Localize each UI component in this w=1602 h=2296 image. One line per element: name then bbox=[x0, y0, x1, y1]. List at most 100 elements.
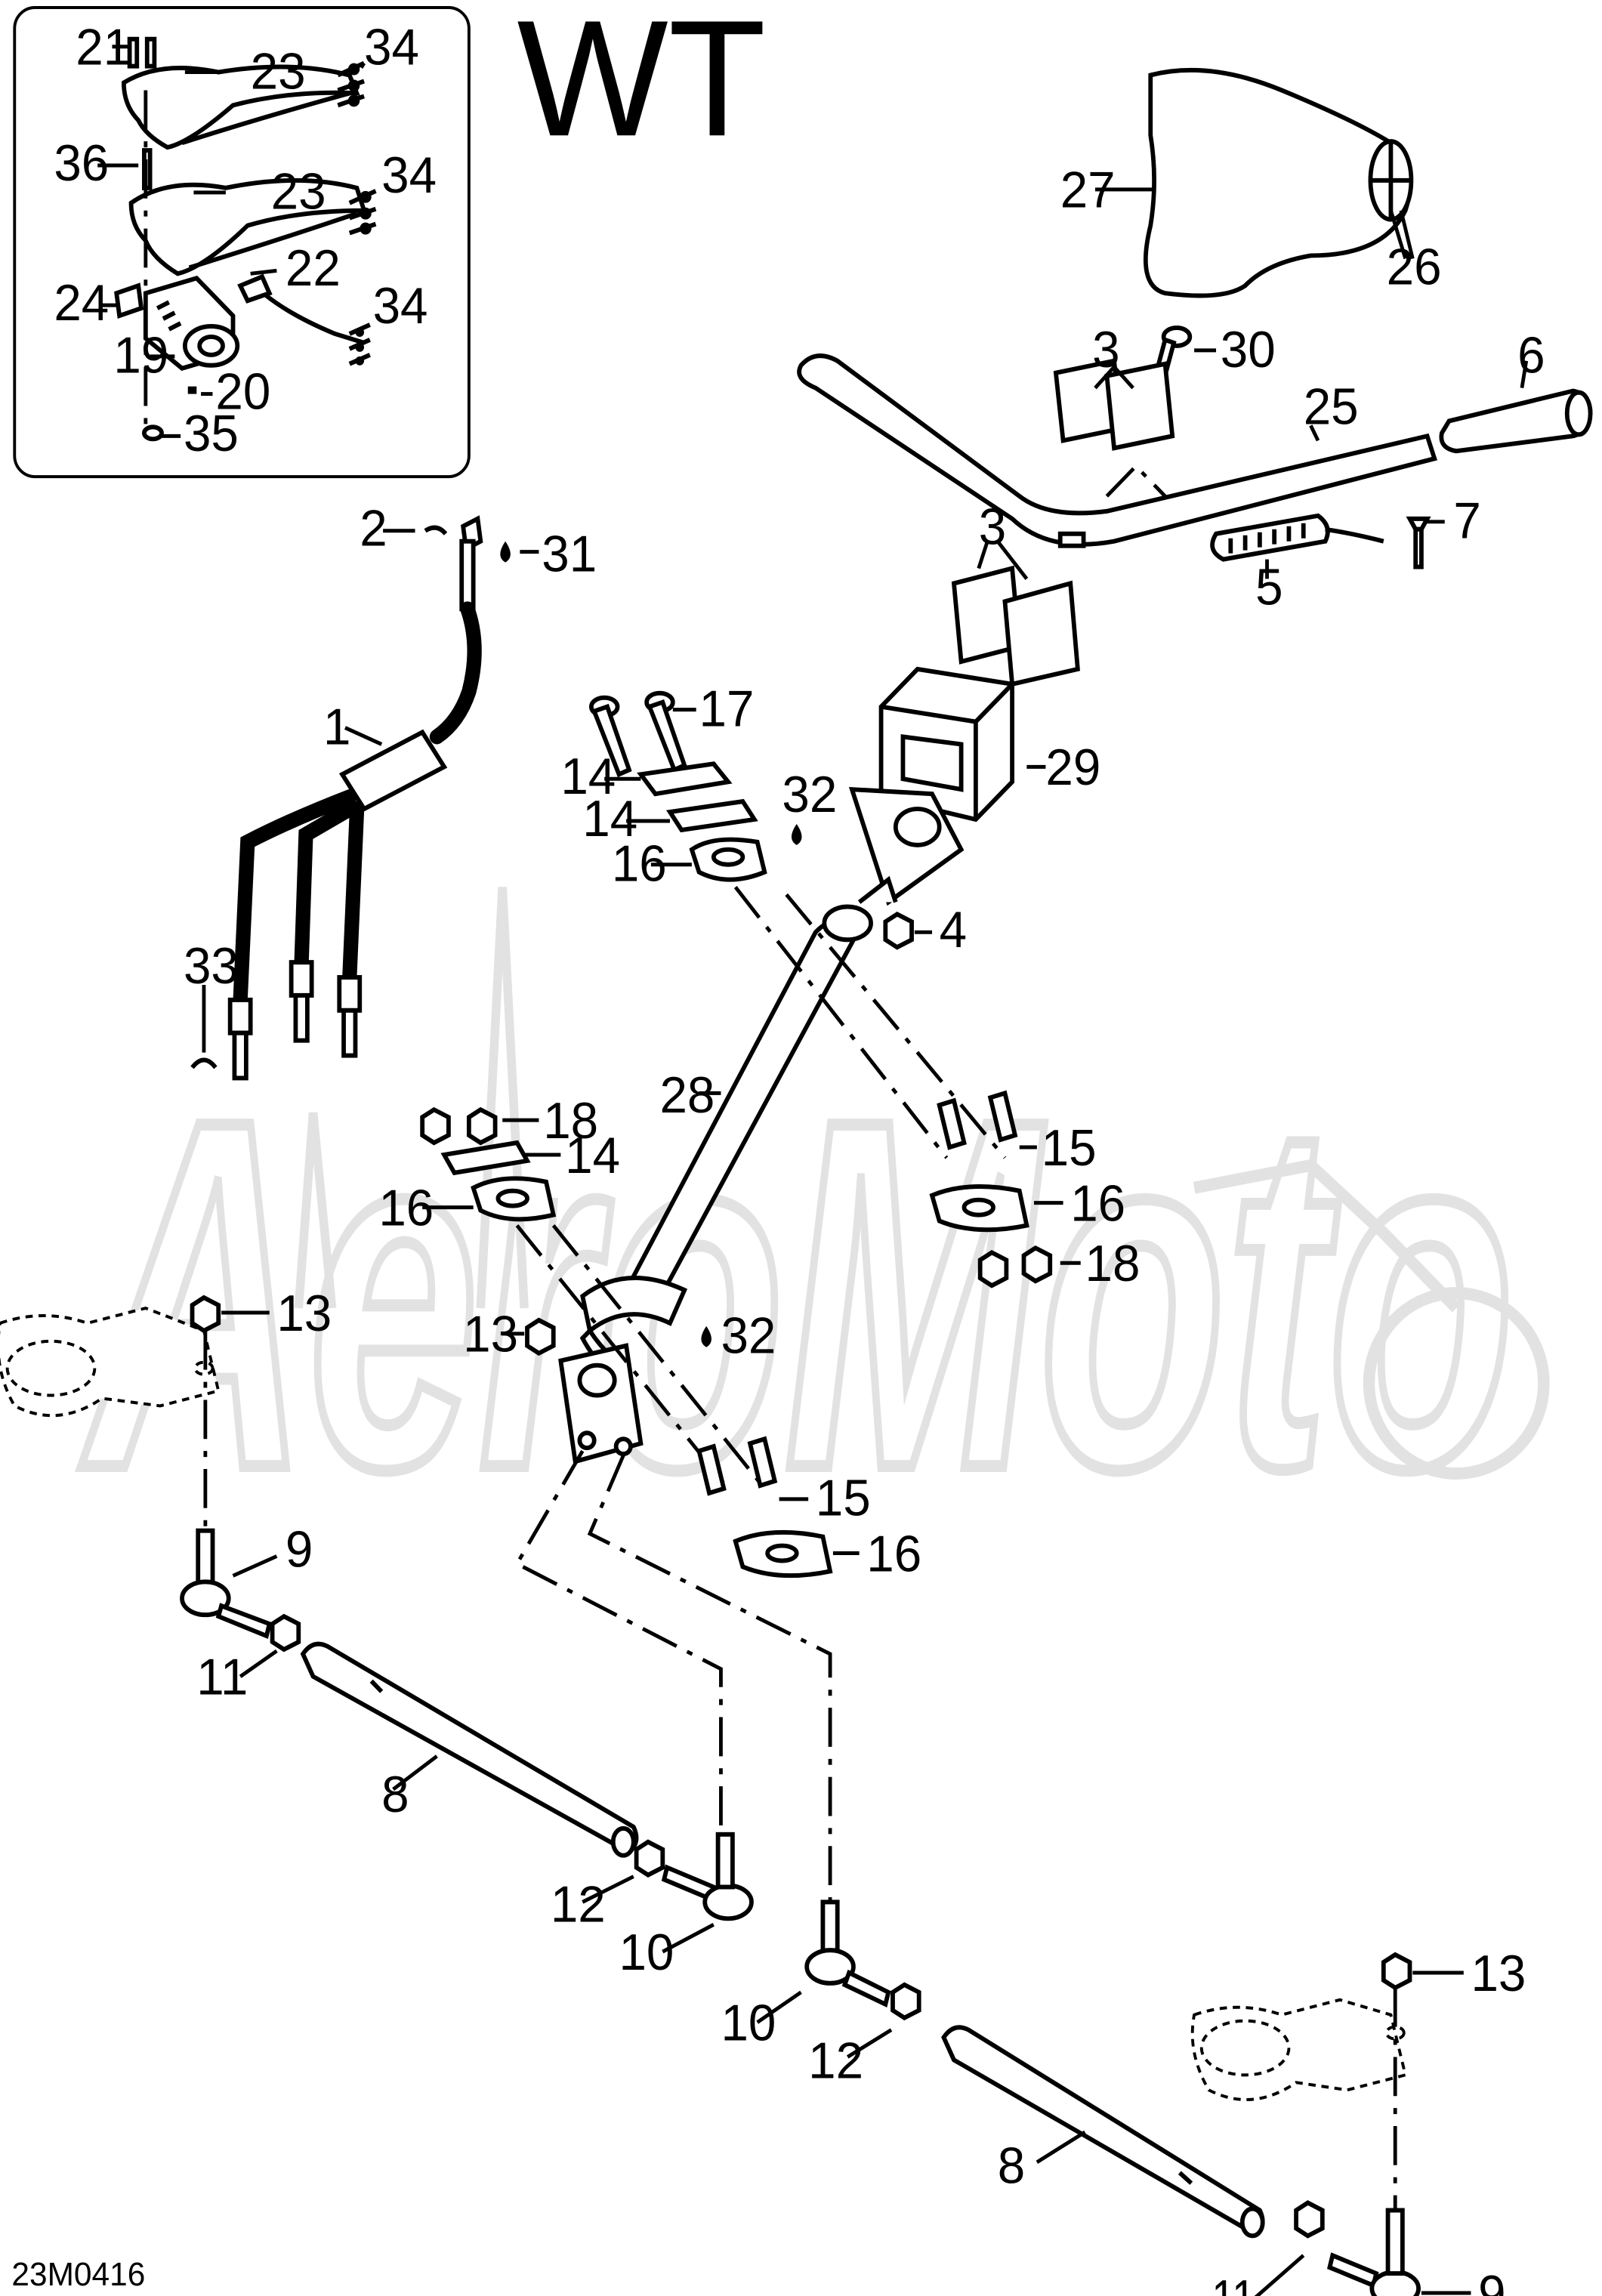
callout-14-left: 14 bbox=[565, 1128, 620, 1184]
callout-18-left: 18 bbox=[543, 1093, 598, 1150]
bolts-17 bbox=[588, 690, 687, 778]
callout-33: 33 bbox=[184, 938, 239, 995]
tie-rod-end-9-right bbox=[1327, 2208, 1421, 2296]
callout-7: 7 bbox=[1453, 493, 1480, 550]
steering-column-28 bbox=[558, 786, 965, 1464]
callout-15-right: 15 bbox=[1042, 1120, 1097, 1177]
handlebar-clamp-lower bbox=[951, 565, 1080, 687]
callout-11-right: 11 bbox=[1212, 2270, 1255, 2296]
throttle-cable-1 bbox=[227, 515, 483, 1081]
callout-11-left: 11 bbox=[196, 1649, 248, 1706]
terminals-middle bbox=[348, 189, 377, 236]
callout-8-upper: 8 bbox=[381, 1767, 409, 1823]
tie-rod-8-upper bbox=[300, 1641, 639, 1858]
callout-5: 5 bbox=[1255, 559, 1283, 616]
callout-6: 6 bbox=[1517, 328, 1545, 384]
callout-1: 1 bbox=[323, 699, 350, 756]
switch-19 bbox=[143, 275, 240, 372]
clip-35 bbox=[141, 424, 164, 442]
clamp-16-lower bbox=[733, 1529, 833, 1578]
callout-27: 27 bbox=[1060, 162, 1116, 219]
callout-9-right: 9 bbox=[1478, 2266, 1505, 2296]
clamp-16-right bbox=[929, 1184, 1029, 1233]
callout-12-upper: 12 bbox=[551, 1876, 606, 1933]
handlebar-clamp-upper bbox=[1053, 358, 1175, 498]
plate-14-left bbox=[440, 1140, 531, 1176]
plates-14 bbox=[637, 761, 758, 833]
callout-24: 24 bbox=[54, 275, 109, 332]
nut-12-lower bbox=[891, 1982, 921, 2021]
spindle-bracket-right bbox=[1190, 1998, 1408, 2102]
callout-23-upper: 23 bbox=[251, 44, 306, 100]
tie-rod-end-9-left bbox=[180, 1528, 273, 1640]
callout-36: 36 bbox=[54, 135, 109, 192]
callout-19: 19 bbox=[113, 328, 168, 384]
callout-16-left: 16 bbox=[378, 1180, 434, 1237]
callout-25: 25 bbox=[1304, 378, 1359, 435]
heated-grip-5 bbox=[1210, 513, 1384, 562]
callout-17: 17 bbox=[699, 681, 755, 738]
callout-14-upper-a: 14 bbox=[560, 748, 616, 805]
clip-2 bbox=[424, 525, 448, 535]
grip-cover-27 bbox=[1143, 67, 1414, 298]
tie-rod-8-lower bbox=[941, 2025, 1265, 2239]
callout-16-right: 16 bbox=[1070, 1176, 1125, 1233]
clamp-16-left bbox=[471, 1176, 557, 1222]
callout-16-lower: 16 bbox=[866, 1526, 921, 1582]
grip-6 bbox=[1439, 388, 1593, 454]
callout-4: 4 bbox=[940, 902, 967, 958]
spacers-15-lower bbox=[696, 1436, 778, 1496]
clamp-16-upper bbox=[689, 837, 767, 882]
nut-13-right bbox=[1381, 1952, 1412, 1991]
grease-icon-lower bbox=[701, 1325, 711, 1347]
grease-icon-31 bbox=[500, 541, 511, 563]
callout-21: 21 bbox=[76, 20, 131, 76]
terminals-upper bbox=[337, 60, 366, 108]
callout-18-right: 18 bbox=[1085, 1236, 1140, 1292]
screw-21b bbox=[144, 36, 157, 69]
callout-28: 28 bbox=[659, 1067, 715, 1124]
callout-13-middle: 13 bbox=[463, 1307, 518, 1363]
rivet-7 bbox=[1406, 516, 1431, 569]
clip-24 bbox=[114, 282, 144, 319]
callout-16-upper: 16 bbox=[612, 836, 667, 893]
callout-30: 30 bbox=[1221, 322, 1276, 378]
grease-icon-upper bbox=[791, 823, 802, 845]
clip-33 bbox=[190, 1057, 218, 1069]
callout-22: 22 bbox=[286, 240, 341, 297]
callout-2: 2 bbox=[360, 501, 387, 557]
callout-35: 35 bbox=[184, 406, 239, 462]
tie-rod-end-10-upper bbox=[661, 1832, 754, 1921]
nut-12-upper bbox=[634, 1839, 665, 1878]
inset-panel bbox=[13, 5, 471, 479]
callout-9-left: 9 bbox=[286, 1522, 313, 1578]
callout-34-upper: 34 bbox=[364, 20, 419, 76]
callout-20: 20 bbox=[215, 364, 270, 421]
callout-10-upper: 10 bbox=[619, 1924, 674, 1981]
callout-14-upper-b: 14 bbox=[582, 791, 637, 847]
callout-23-lower: 23 bbox=[271, 164, 326, 221]
watermark: AeroMoto bbox=[72, 887, 1550, 1578]
callout-34-lower: 34 bbox=[373, 278, 428, 335]
tie-rod-end-10-lower bbox=[804, 1899, 891, 2008]
nuts-18-left bbox=[420, 1106, 498, 1146]
callout-34-middle: 34 bbox=[381, 147, 437, 204]
callout-13-right: 13 bbox=[1471, 1946, 1526, 2002]
callout-12-lower: 12 bbox=[808, 2032, 863, 2089]
watermark-text: AeroMoto bbox=[78, 1018, 1514, 1572]
callout-29: 29 bbox=[1045, 739, 1100, 796]
callout-10-lower: 10 bbox=[721, 1995, 776, 2052]
callout-8-lower: 8 bbox=[998, 2138, 1025, 2195]
spindle-bracket-left bbox=[0, 1306, 221, 1418]
handlebar-25 bbox=[797, 353, 1437, 548]
diagram-title: WT bbox=[517, 0, 767, 171]
nut-4 bbox=[883, 912, 914, 950]
callout-3-upper: 3 bbox=[1092, 322, 1119, 378]
callout-32-upper: 32 bbox=[782, 767, 837, 823]
callout-3-lower: 3 bbox=[979, 499, 1006, 556]
nuts-18-right bbox=[977, 1245, 1053, 1288]
connector-22 bbox=[237, 273, 371, 366]
nut-13-left bbox=[190, 1295, 221, 1334]
switch-bracket-upper bbox=[122, 64, 360, 150]
